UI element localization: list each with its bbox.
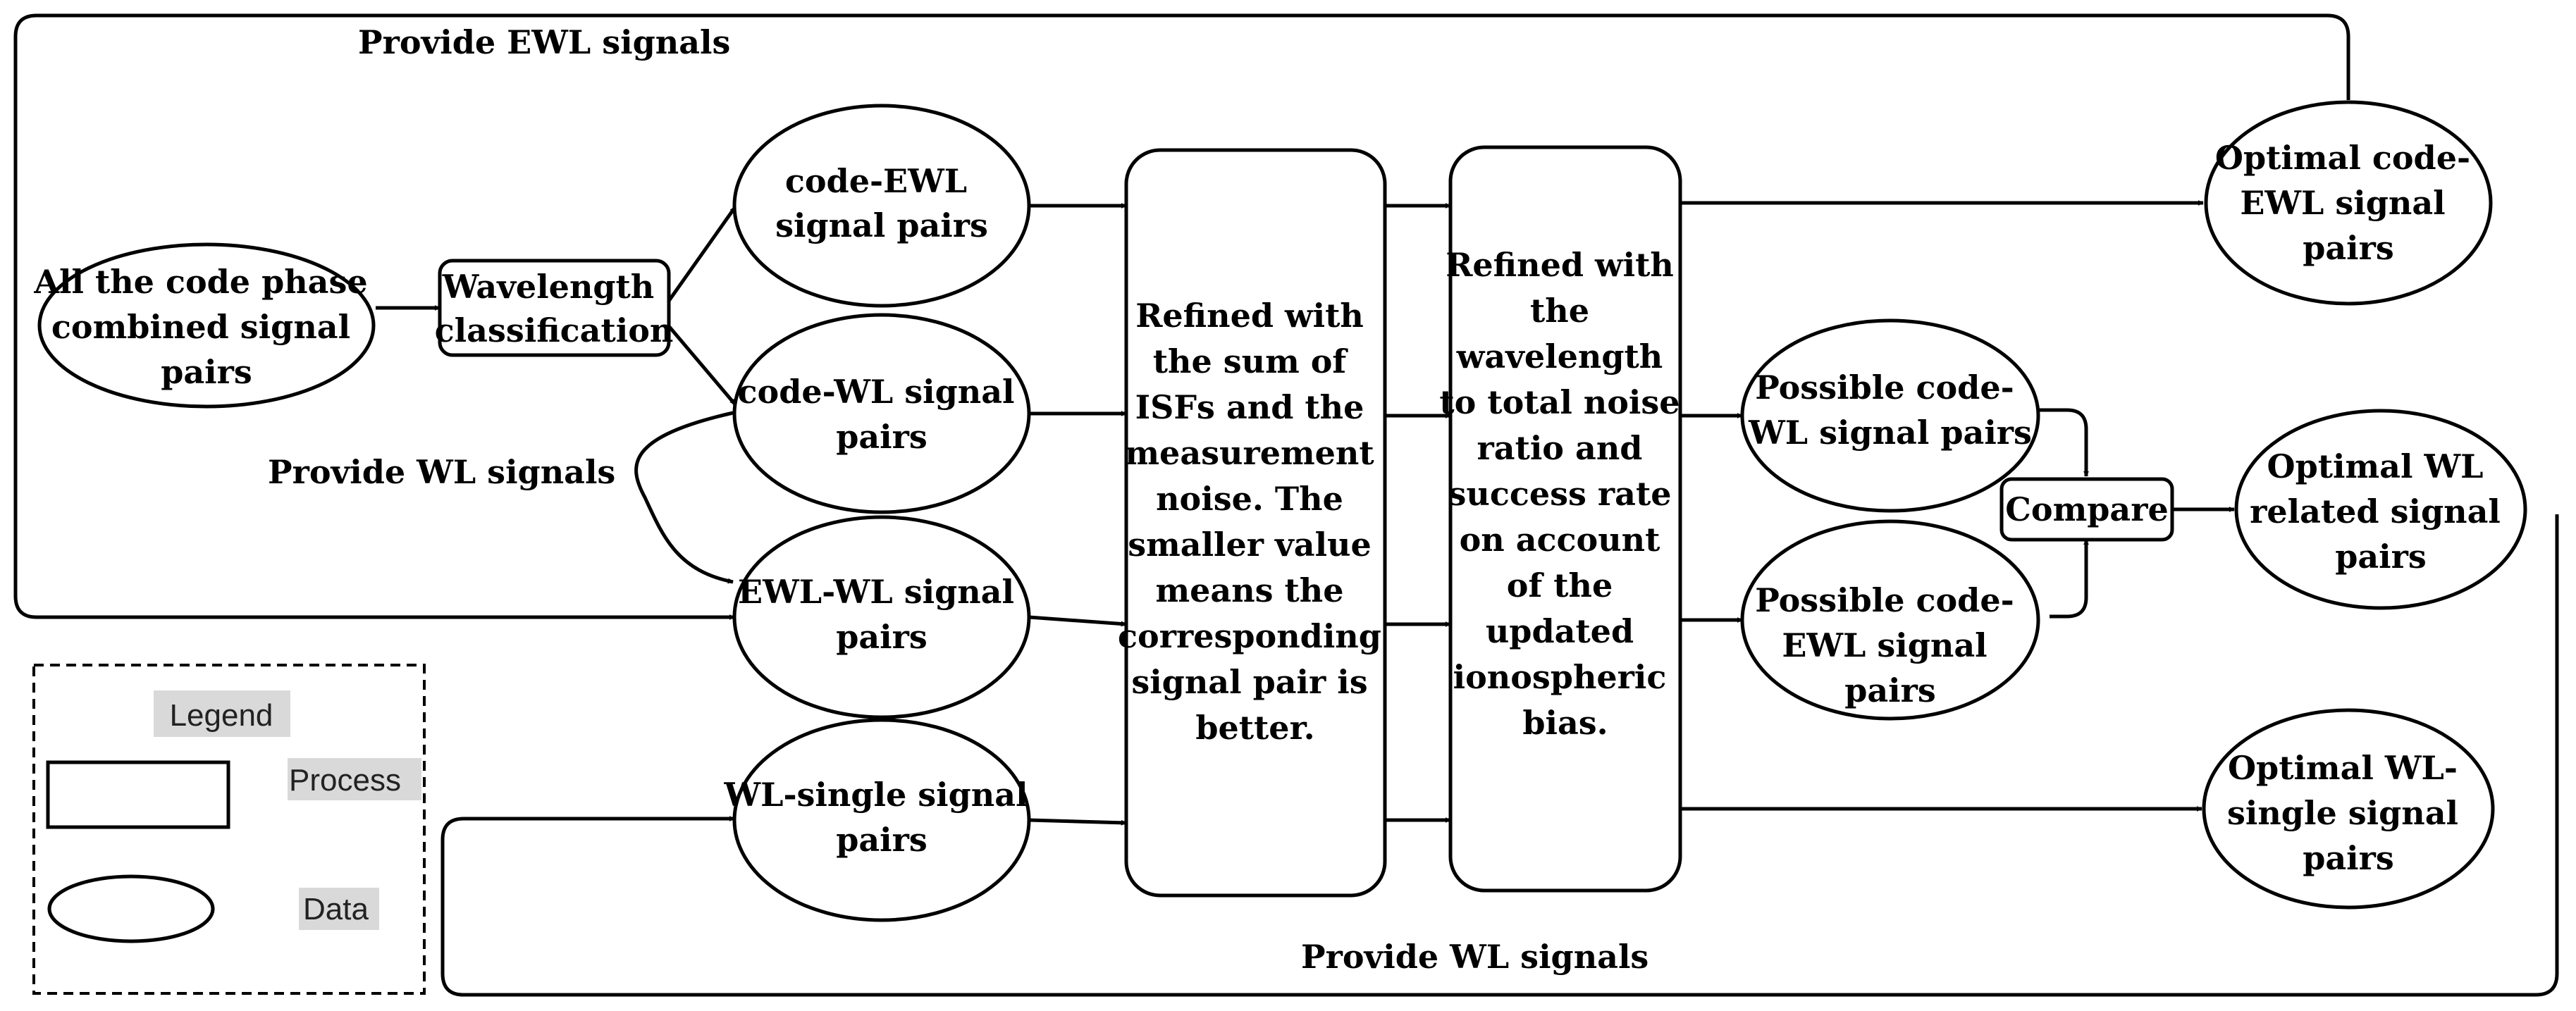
node-refine2-line: success rate [1448,475,1671,513]
node-code-wl-line: pairs [836,418,928,456]
node-opt-wl-line: Optimal WL [2267,447,2484,485]
node-opt-wl-text: Optimal WL related signal pairs [2250,447,2512,576]
node-ewl-wl-text: EWL-WL signal pairs [738,573,1025,656]
node-all-pairs-text: All the code phase combined signal pairs [33,263,378,391]
node-opt-single-text: Optimal WL- single signal pairs [2227,749,2470,877]
node-wl-single-line: pairs [836,821,928,859]
node-refine1-line: smaller value [1128,526,1372,564]
node-classification-line: Wavelength [442,268,655,306]
node-code-ewl-line: signal pairs [775,206,988,244]
node-refine1-line: signal pair is [1131,663,1367,701]
node-opt-ewl-line: Optimal code- [2215,139,2470,177]
node-opt-ewl-line: pairs [2303,229,2394,267]
node-compare-line: Compare [2005,490,2168,528]
edge-classification-to-code-wl [667,325,737,406]
node-refine1-line: better. [1195,709,1314,747]
edge-possible-ewl-to-compare [2050,539,2089,619]
node-opt-ewl-line: EWL signal [2240,184,2445,222]
node-refine1-line: Refined with [1135,297,1364,335]
node-refine2-line: updated [1486,612,1634,650]
node-code-wl-text: code-WL signal pairs [738,373,1026,456]
node-ewl-wl-line: EWL-WL signal [738,573,1014,611]
node-refine1-text: Refined with the sum of ISFs and the mea… [1118,297,1393,747]
node-refine2-line: Refined with [1446,246,1674,284]
legend-data-label: Data [303,892,369,926]
node-code-ewl-line: code-EWL [785,162,967,200]
node-refine1-box [1124,148,1387,898]
node-classification-line: classification [435,311,674,349]
label-provide-wl-signals-left: Provide WL signals [268,453,615,491]
node-all-pairs-ellipse [37,242,376,409]
edge-ewl-wl-to-refine1 [1028,615,1127,627]
node-opt-wl-ellipse [2234,409,2527,610]
node-opt-single-line: pairs [2303,839,2394,877]
legend-process-swatch [46,760,230,829]
node-code-wl-line: code-WL signal [738,373,1015,411]
node-opt-single-ellipse [2202,708,2495,910]
node-ewl-wl-ellipse [732,515,1031,719]
label-provide-ewl-signals: Provide EWL signals [358,23,730,61]
node-possible-wl-text: Possible code- WL signal pairs [1748,368,2032,452]
node-opt-wl-line: pairs [2335,538,2427,576]
node-refine1-line: ISFs and the [1135,388,1364,426]
edge-possible-wl-to-compare [2037,408,2089,477]
node-possible-ewl-ellipse [1740,519,2040,721]
node-refine1-line: noise. The [1156,480,1343,518]
node-refine1-line: corresponding [1118,617,1381,655]
node-opt-ewl-ellipse [2204,100,2493,306]
provide-wl-left-curve [634,411,734,584]
node-refine1-line: means the [1155,571,1343,609]
node-refine1-line: the sum of [1153,342,1349,380]
node-possible-ewl-line: EWL signal [1782,626,1987,664]
node-refine2-line: wavelength [1456,337,1663,376]
node-opt-single-line: single signal [2227,794,2458,832]
node-refine2-line: on account [1460,521,1661,559]
node-all-pairs-line: combined signal [51,308,350,346]
node-opt-single-line: Optimal WL- [2228,749,2458,787]
node-refine2-line: the [1530,292,1589,330]
legend-data-highlight [299,888,379,930]
node-classification-text: Wavelength classification [435,268,674,349]
node-wl-single-ellipse [732,718,1031,922]
edge-classification-to-code-ewl [667,206,737,302]
provide-wl-bottom-loop [440,514,2559,997]
node-classification-box [438,259,671,357]
legend-title: Legend [170,698,273,733]
node-code-wl-ellipse [732,313,1031,514]
node-refine2-line: of the [1507,566,1613,604]
node-all-pairs-line: All the code phase [33,263,367,301]
provide-ewl-loop [13,13,2350,620]
node-refine2-text: Refined with the wavelength to total noi… [1439,246,1691,742]
node-refine2-line: bias. [1522,704,1608,742]
label-provide-wl-signals-bottom: Provide WL signals [1301,938,1648,976]
node-opt-wl-line: related signal [2250,492,2501,531]
legend-process-label: Process [289,763,401,798]
node-wl-single-text: WL-single signal pairs [723,776,1039,859]
node-possible-ewl-line: Possible code- [1755,581,2014,619]
legend-title-highlight [154,690,290,737]
node-code-ewl-text: code-EWL signal pairs [775,162,988,244]
node-possible-ewl-text: Possible code- EWL signal pairs [1755,581,2025,709]
node-possible-wl-line: Possible code- [1755,368,2014,407]
edge-wl-single-to-refine1 [1028,818,1127,826]
node-refine2-line: ratio and [1477,429,1643,467]
legend-data-swatch [47,874,215,943]
node-refine2-line: to total noise [1439,383,1680,421]
node-code-ewl-ellipse [732,104,1031,308]
node-compare-box [1999,477,2174,542]
node-ewl-wl-line: pairs [836,618,928,656]
node-wl-single-line: WL-single signal [723,776,1028,814]
node-opt-ewl-text: Optimal code- EWL signal pairs [2215,139,2482,267]
node-refine2-box [1448,145,1682,893]
node-compare-text: Compare [2005,490,2168,528]
node-possible-wl-ellipse [1740,318,2040,513]
node-refine2-line: ionospheric [1453,658,1667,696]
node-possible-wl-line: WL signal pairs [1748,414,2032,452]
legend-process-highlight [288,758,421,800]
node-all-pairs-line: pairs [161,353,252,391]
node-refine1-line: measurement [1125,434,1374,472]
node-possible-ewl-line: pairs [1844,671,1936,709]
